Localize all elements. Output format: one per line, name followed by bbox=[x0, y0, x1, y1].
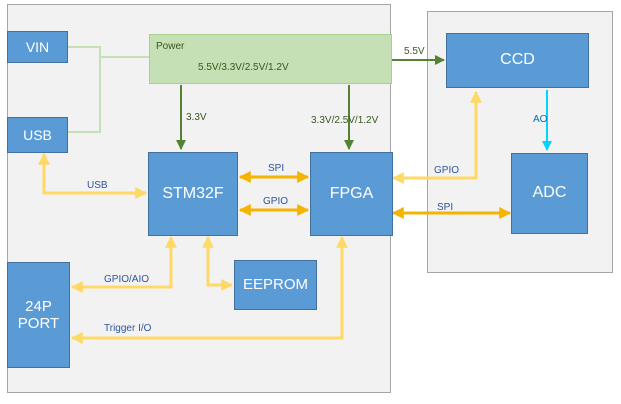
eeprom-block: EEPROM bbox=[234, 260, 317, 310]
usb-block: USB bbox=[7, 117, 68, 153]
label-usb-link: USB bbox=[87, 180, 108, 191]
label-gpio-ccd: GPIO bbox=[434, 165, 460, 176]
vin-label: VIN bbox=[25, 38, 50, 55]
fpga-block: FPGA bbox=[310, 152, 393, 236]
stm32-block: STM32F bbox=[148, 152, 238, 236]
fpga-port-trigger-link bbox=[70, 235, 348, 344]
label-ao: AO bbox=[533, 114, 548, 125]
label-fpga-rails: 3.3V/2.5V/1.2V bbox=[311, 115, 379, 126]
label-gpio-aio: GPIO/AIO bbox=[104, 274, 150, 285]
power-block bbox=[149, 34, 392, 84]
vin-power-feed bbox=[68, 46, 150, 58]
ccd-block: CCD bbox=[446, 33, 589, 88]
eeprom-label: EEPROM bbox=[242, 276, 308, 294]
label-trigger-io: Trigger I/O bbox=[104, 323, 152, 334]
ccd-label: CCD bbox=[500, 51, 535, 69]
usb-label: USB bbox=[23, 126, 52, 143]
label-gpio-stm-fpga: GPIO bbox=[263, 196, 289, 207]
label-spi-stm-fpga: SPI bbox=[268, 163, 285, 174]
usb-stm32-link bbox=[38, 152, 148, 199]
usb-power-feed bbox=[68, 57, 101, 133]
fpga-ccd-gpio-link bbox=[391, 90, 482, 184]
label-5-5v: 5.5V bbox=[404, 46, 425, 57]
port-block: 24P PORT bbox=[7, 262, 70, 368]
port-label-line2: PORT bbox=[17, 315, 60, 332]
label-3-3v: 3.3V bbox=[186, 112, 207, 123]
adc-block: ADC bbox=[511, 153, 588, 234]
stm32-label: STM32F bbox=[162, 184, 224, 202]
port-label-line1: 24P bbox=[25, 297, 52, 315]
adc-label: ADC bbox=[532, 184, 567, 202]
label-spi-adc: SPI bbox=[437, 202, 454, 213]
power-title: Power bbox=[156, 41, 185, 52]
stm32-eeprom-link bbox=[202, 235, 234, 291]
power-voltages: 5.5V/3.3V/2.5V/1.2V bbox=[198, 62, 289, 73]
vin-block: VIN bbox=[7, 31, 68, 63]
fpga-label: FPGA bbox=[329, 184, 374, 202]
